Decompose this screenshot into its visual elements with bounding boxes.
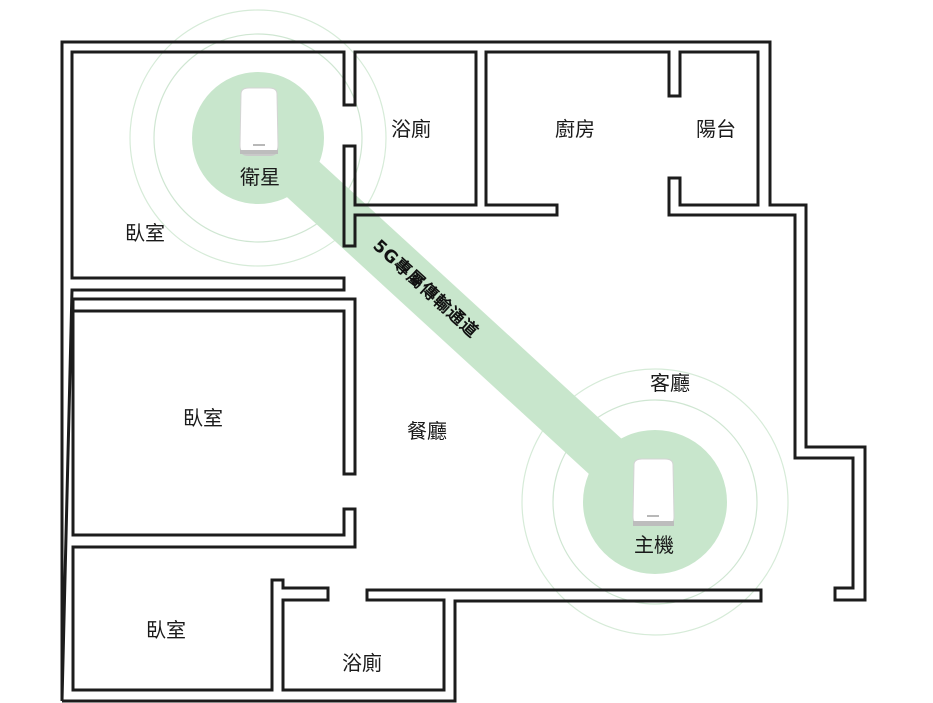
router-icon xyxy=(239,87,279,156)
room-label-balcony: 陽台 xyxy=(696,117,736,141)
backhaul-label: 5G專屬傳輸通道 xyxy=(369,235,483,342)
room-label-bath-top: 浴廁 xyxy=(391,117,431,141)
room-label-kitchen: 廚房 xyxy=(555,117,595,141)
room-label-bath-bottom: 浴廁 xyxy=(342,651,382,675)
room-label-bedroom-mid: 臥室 xyxy=(183,406,223,430)
room-label-dining: 餐廳 xyxy=(407,419,447,443)
satellite-label: 衛星 xyxy=(240,165,280,189)
walls xyxy=(60,40,867,703)
router-icon xyxy=(632,458,675,526)
room-label-living: 客廳 xyxy=(650,371,690,395)
room-label-bedroom-bottom: 臥室 xyxy=(146,618,186,642)
router-label: 主機 xyxy=(634,533,674,557)
backhaul-band xyxy=(241,120,672,520)
room-label-bedroom-top: 臥室 xyxy=(125,221,165,245)
